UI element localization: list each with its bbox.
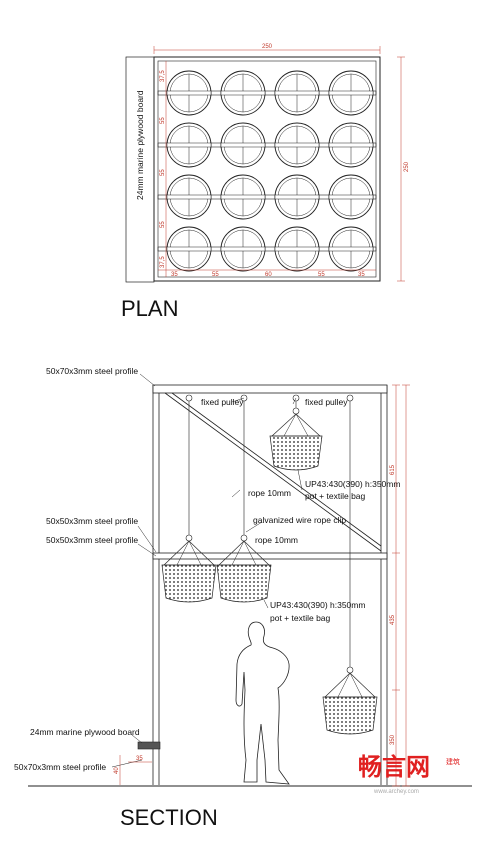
plan-pot-circle-15: [274, 226, 320, 272]
label-pot-top-1: UP43:430(390) h:350mm: [305, 479, 400, 489]
plan-dim-bottom-5: 35: [358, 272, 365, 278]
plan-pot-circle-2: [220, 70, 266, 116]
section-dim-3: 350: [390, 734, 396, 745]
plan-pot-grid: [166, 70, 374, 272]
label-pot-mid-2: pot + textile bag: [270, 613, 331, 623]
label-pot-mid-1: UP43:430(390) h:350mm: [270, 600, 365, 610]
plan-pot-circle-9: [166, 174, 212, 220]
plan-dim-left-3: 55: [160, 169, 166, 176]
label-pulley-left: fixed pulley: [201, 397, 244, 407]
pot-low-right: [322, 666, 378, 735]
plan-pot-circle-11: [274, 174, 320, 220]
section-title: SECTION: [120, 805, 218, 830]
section-dim-small-2: 35: [136, 756, 143, 762]
section-dim-2: 435: [390, 614, 396, 625]
plan-pot-circle-6: [220, 122, 266, 168]
plan-title: PLAN: [121, 296, 178, 321]
plan-pot-circle-14: [220, 226, 266, 272]
plan-pot-circle-12: [328, 174, 374, 220]
pot-mid-right: [216, 534, 272, 603]
plan-bars: [157, 90, 377, 252]
plan-pot-circle-16: [328, 226, 374, 272]
plan-dim-left-4: 55: [160, 221, 166, 228]
label-pot-top-2: pot + textile bag: [305, 491, 366, 501]
plan-pot-circle-7: [274, 122, 320, 168]
plan-pot-circle-3: [274, 70, 320, 116]
section-mid-beam: [152, 552, 388, 560]
label-rope-mid: rope 10mm: [255, 535, 298, 545]
plan-dims-bottom: 35 55 60 55 35: [171, 272, 365, 278]
label-steel-bottom: 50x70x3mm steel profile: [14, 762, 106, 772]
pot-top-right: [269, 407, 323, 471]
section-top-beam: [152, 384, 388, 394]
section-leaders: [111, 373, 303, 768]
pot-mid-left: [161, 534, 217, 603]
plan-dimensions: [153, 46, 405, 282]
watermark-logo: 畅言网 建筑 www.archey.com: [358, 753, 460, 795]
section-ropes: [188, 401, 351, 667]
plan-plywood-label: 24mm marine plywood board: [135, 90, 145, 200]
plan-dim-top: 250: [262, 44, 273, 50]
section-plywood-board: [137, 741, 161, 750]
label-steel-mid1: 50x50x3mm steel profile: [46, 516, 138, 526]
label-wire-clip: galvanized wire rope clip: [253, 515, 346, 525]
plan-pot-circle-10: [220, 174, 266, 220]
plan-dim-left-5: 37,5: [160, 256, 166, 268]
label-rope-top: rope 10mm: [248, 488, 291, 498]
plan-dim-right: 250: [404, 161, 410, 172]
plan-dim-left-2: 55: [160, 117, 166, 124]
plan-pot-circle-5: [166, 122, 212, 168]
section-view: 50x70x3mm steel profile 50x50x3mm steel …: [14, 366, 472, 830]
label-pulley-right: fixed pulley: [305, 397, 348, 407]
section-posts: [152, 385, 388, 785]
section-dim-small-1: 40: [114, 767, 120, 774]
plan-pot-circle-1: [166, 70, 212, 116]
label-steel-mid2: 50x50x3mm steel profile: [46, 535, 138, 545]
label-steel-top: 50x70x3mm steel profile: [46, 366, 138, 376]
plan-frame-outer: [153, 56, 381, 282]
label-plywood: 24mm marine plywood board: [30, 727, 140, 737]
section-dim-1: 615: [390, 464, 396, 475]
pulley-left-icon: [185, 394, 193, 402]
plan-dim-bottom-1: 35: [171, 272, 178, 278]
plan-pot-circle-4: [328, 70, 374, 116]
plan-dim-bottom-2: 55: [212, 272, 219, 278]
section-diagonal-brace: [164, 392, 382, 552]
pulley-far-icon: [346, 394, 354, 402]
section-dimensions: [119, 384, 410, 787]
plan-pot-circle-8: [328, 122, 374, 168]
watermark-url: www.archey.com: [373, 789, 419, 795]
watermark-brand: 畅言网: [358, 753, 430, 781]
plan-dims-left: 37,5 55 55 55 37,5: [160, 70, 166, 268]
plan-dim-bottom-3: 60: [265, 272, 272, 278]
plan-pot-circle-13: [166, 226, 212, 272]
watermark-tag: 建筑: [446, 757, 460, 766]
human-figure-icon: [235, 621, 290, 785]
plan-dim-bottom-4: 55: [318, 272, 325, 278]
plan-view: 24mm marine plywood board 250 250 37,5: [121, 44, 410, 321]
plan-frame-inner: [157, 60, 377, 278]
plan-dim-left-1: 37,5: [160, 70, 166, 82]
